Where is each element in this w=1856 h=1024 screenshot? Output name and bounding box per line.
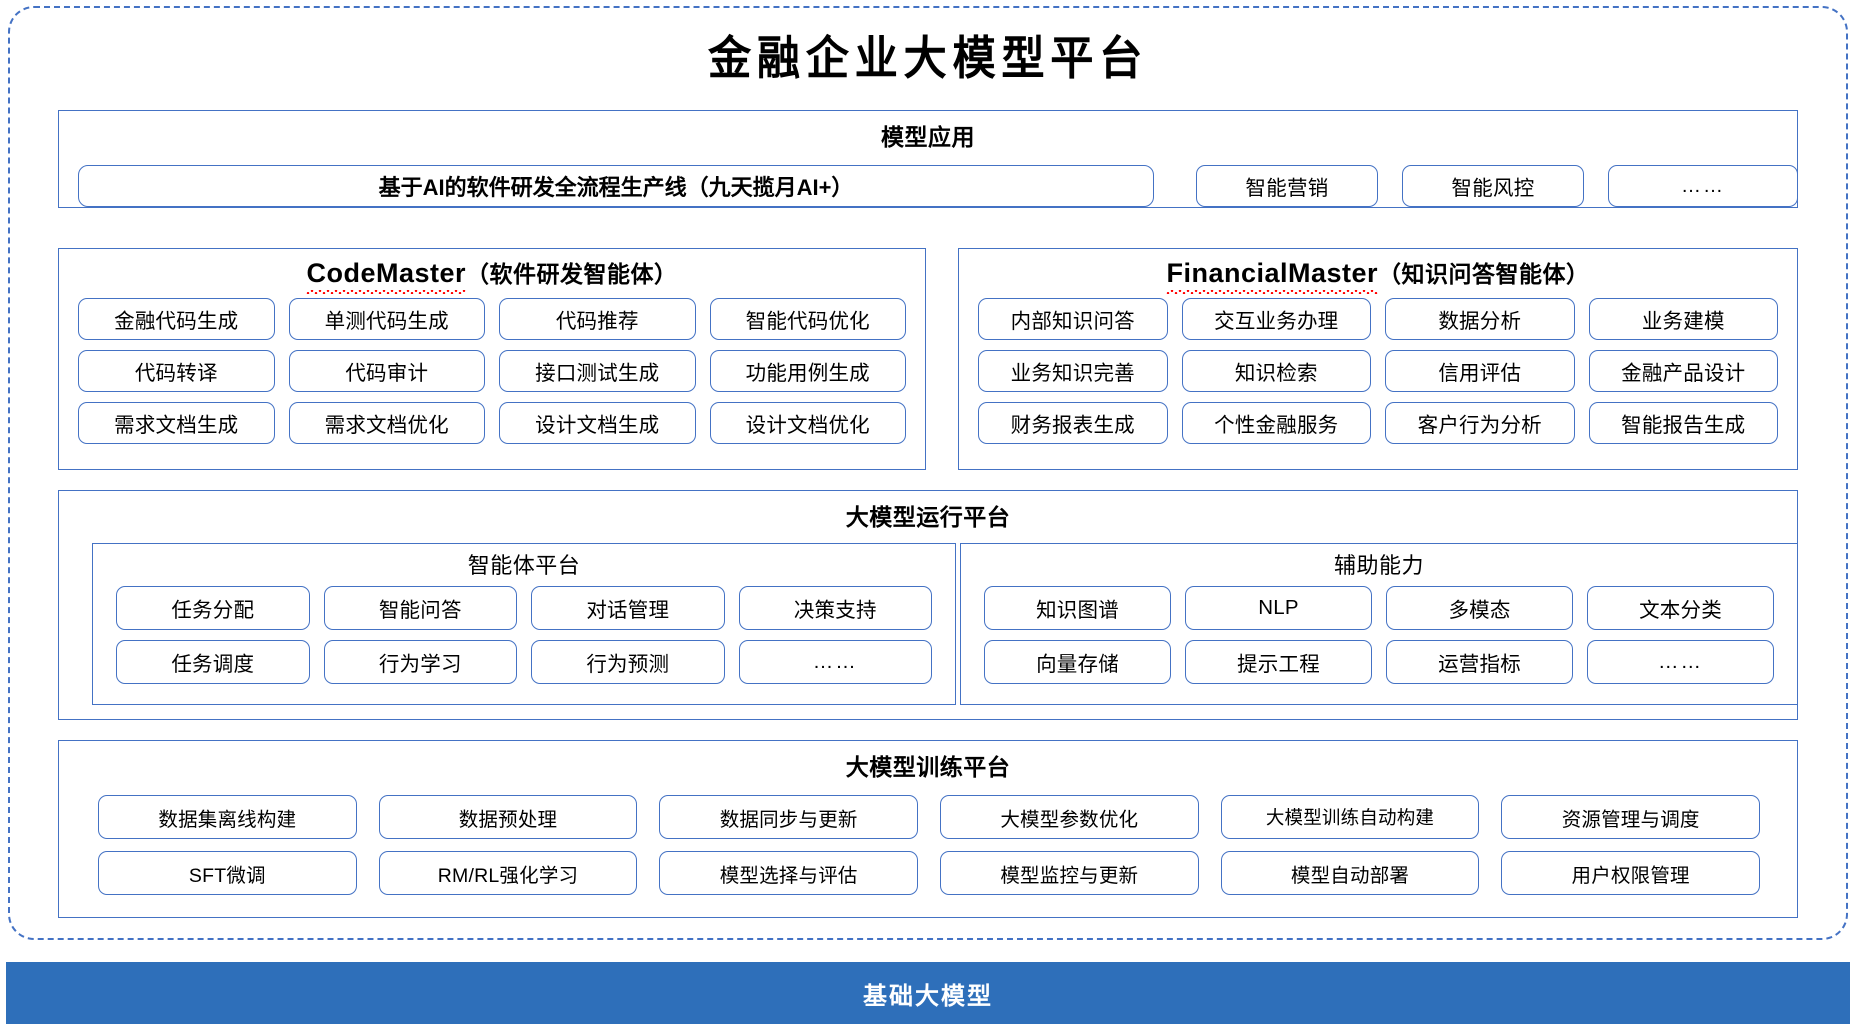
chip-training-item[interactable]: 数据预处理: [378, 795, 638, 839]
chip-training-item[interactable]: 用户权限管理: [1501, 851, 1760, 895]
chip-financial-master-item[interactable]: 内部知识问答: [978, 298, 1168, 340]
chip-training-item[interactable]: 资源管理与调度: [1501, 795, 1760, 839]
chip-agent-platform-item[interactable]: 智能问答: [323, 586, 517, 630]
chip-support-ability-item[interactable]: 运营指标: [1386, 640, 1573, 684]
panel-title-run-platform: 大模型运行平台: [845, 504, 1011, 530]
chip-training-item[interactable]: 数据集离线构建: [98, 795, 357, 839]
chip-agent-platform-item[interactable]: 行为学习: [323, 640, 517, 684]
chip-financial-master-item[interactable]: 数据分析: [1385, 298, 1575, 340]
chip-support-ability-item[interactable]: NLP: [1185, 586, 1372, 630]
chip-support-ability-more[interactable]: ……: [1587, 640, 1774, 684]
code-master-subtitle: （软件研发智能体）: [466, 261, 678, 287]
panel-title-financial-master: FinancialMaster（知识问答智能体）: [959, 255, 1797, 294]
chip-support-ability-item[interactable]: 提示工程: [1185, 640, 1372, 684]
chip-code-master-item[interactable]: 代码推荐: [499, 298, 696, 340]
chip-code-master-item[interactable]: 需求文档生成: [78, 402, 275, 444]
chip-training-item[interactable]: RM/RL强化学习: [378, 851, 638, 895]
chip-training-item[interactable]: 模型选择与评估: [659, 851, 918, 895]
chip-model-application-more[interactable]: ……: [1608, 165, 1798, 207]
chip-financial-master-item[interactable]: 个性金融服务: [1181, 402, 1371, 444]
chip-code-master-item[interactable]: 智能代码优化: [709, 298, 906, 340]
chip-financial-master-item[interactable]: 信用评估: [1385, 350, 1575, 392]
chip-code-master-item[interactable]: 金融代码生成: [78, 298, 275, 340]
chip-code-master-item[interactable]: 接口测试生成: [499, 350, 696, 392]
chip-smart-risk-control[interactable]: 智能风控: [1402, 165, 1584, 207]
code-master-name: CodeMaster: [306, 258, 467, 294]
chip-agent-platform-item[interactable]: 任务调度: [116, 640, 310, 684]
chip-financial-master-item[interactable]: 交互业务办理: [1181, 298, 1371, 340]
page-title: 金融企业大模型平台: [708, 31, 1148, 85]
chip-financial-master-item[interactable]: 财务报表生成: [978, 402, 1168, 444]
chip-support-ability-item[interactable]: 文本分类: [1587, 586, 1774, 630]
chip-agent-platform-item[interactable]: 任务分配: [116, 586, 310, 630]
financial-master-subtitle: （知识问答智能体）: [1378, 261, 1590, 287]
subpanel-title-support-ability: 辅助能力: [1333, 553, 1424, 578]
chip-code-master-item[interactable]: 代码转译: [78, 350, 275, 392]
financial-master-name: FinancialMaster: [1166, 258, 1379, 294]
grid-financial-master-items: 内部知识问答 交互业务办理 数据分析 业务建模 业务知识完善 知识检索 信用评估…: [978, 298, 1778, 444]
base-model-bar: 基础大模型: [6, 962, 1850, 1024]
chip-code-master-item[interactable]: 功能用例生成: [709, 350, 906, 392]
chip-financial-master-item[interactable]: 业务建模: [1588, 298, 1778, 340]
chip-support-ability-item[interactable]: 多模态: [1386, 586, 1573, 630]
chip-agent-platform-more[interactable]: ……: [738, 640, 932, 684]
grid-training-platform-items: 数据集离线构建 数据预处理 数据同步与更新 大模型参数优化 大模型训练自动构建 …: [98, 795, 1760, 895]
chip-smart-marketing[interactable]: 智能营销: [1196, 165, 1378, 207]
chip-financial-master-item[interactable]: 智能报告生成: [1588, 402, 1778, 444]
chip-training-item[interactable]: 大模型训练自动构建: [1220, 795, 1480, 839]
chip-financial-master-item[interactable]: 业务知识完善: [978, 350, 1168, 392]
grid-support-ability-items: 知识图谱 NLP 多模态 文本分类 向量存储 提示工程 运营指标 ……: [984, 586, 1774, 684]
chip-code-master-item[interactable]: 需求文档优化: [288, 402, 485, 444]
chip-support-ability-item[interactable]: 向量存储: [984, 640, 1171, 684]
chip-financial-master-item[interactable]: 知识检索: [1181, 350, 1371, 392]
chip-financial-master-item[interactable]: 客户行为分析: [1385, 402, 1575, 444]
chip-agent-platform-item[interactable]: 决策支持: [738, 586, 932, 630]
chip-agent-platform-item[interactable]: 对话管理: [531, 586, 725, 630]
chip-training-item[interactable]: 数据同步与更新: [659, 795, 918, 839]
chip-code-master-item[interactable]: 设计文档生成: [499, 402, 696, 444]
chip-training-item[interactable]: 模型自动部署: [1220, 851, 1480, 895]
subpanel-title-agent-platform: 智能体平台: [467, 553, 581, 578]
chip-training-item[interactable]: 大模型参数优化: [939, 795, 1199, 839]
grid-code-master-items: 金融代码生成 单测代码生成 代码推荐 智能代码优化 代码转译 代码审计 接口测试…: [78, 298, 906, 444]
chip-support-ability-item[interactable]: 知识图谱: [984, 586, 1171, 630]
grid-agent-platform-items: 任务分配 智能问答 对话管理 决策支持 任务调度 行为学习 行为预测 ……: [116, 586, 932, 684]
chip-financial-master-item[interactable]: 金融产品设计: [1588, 350, 1778, 392]
chip-code-master-item[interactable]: 单测代码生成: [288, 298, 485, 340]
chip-code-master-item[interactable]: 设计文档优化: [709, 402, 906, 444]
panel-title-code-master: CodeMaster（软件研发智能体）: [59, 255, 925, 294]
chip-code-master-item[interactable]: 代码审计: [288, 350, 485, 392]
chip-ai-production-line[interactable]: 基于AI的软件研发全流程生产线（九天揽月AI+）: [78, 165, 1154, 207]
panel-title-model-application: 模型应用: [881, 124, 975, 150]
chip-agent-platform-item[interactable]: 行为预测: [531, 640, 725, 684]
outer-dashed-frame: [8, 6, 1848, 940]
chip-training-item[interactable]: 模型监控与更新: [939, 851, 1199, 895]
chip-training-item[interactable]: SFT微调: [98, 851, 357, 895]
panel-title-training-platform: 大模型训练平台: [845, 754, 1011, 780]
